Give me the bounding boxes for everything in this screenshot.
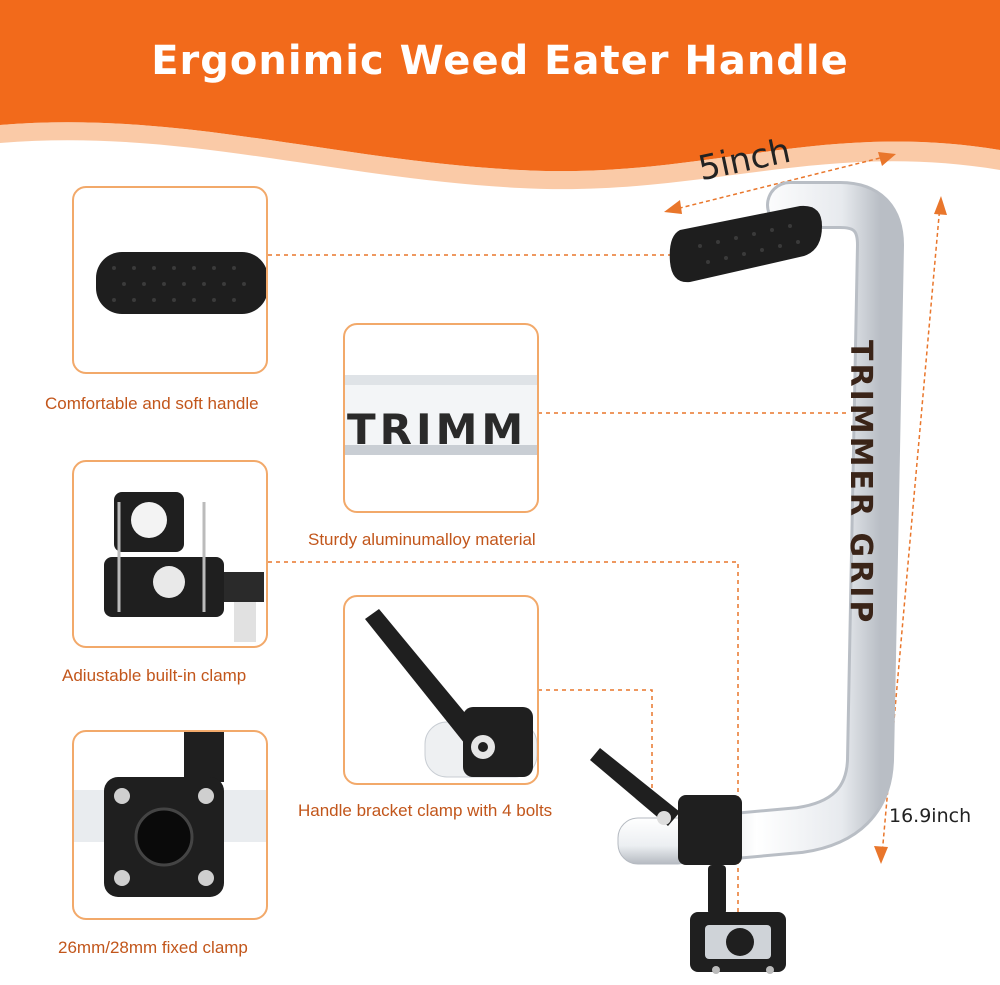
feature-caption-built-in-clamp: Adiustable built-in clamp	[62, 666, 247, 685]
feature-caption-material: Sturdy aluminumalloy material	[308, 530, 536, 549]
product-clamp	[590, 748, 786, 974]
feature-card-fixed-clamp	[72, 730, 268, 920]
fixed-clamp-image	[74, 732, 266, 897]
feature-caption-grip: Comfortable and soft handle	[45, 394, 259, 413]
feature-card-grip	[72, 186, 268, 374]
grip-label-text: TRIMMER GRIP	[843, 340, 878, 626]
feature-caption-bracket-clamp: Handle bracket clamp with 4 bolts	[298, 801, 553, 820]
product-grip	[669, 205, 822, 283]
built-in-clamp-image	[104, 492, 264, 642]
feature-card-built-in-clamp	[72, 460, 268, 648]
aluminum-tube-image	[345, 375, 537, 455]
page-title: Ergonimic Weed Eater Handle	[151, 38, 849, 84]
connector-bracket-clamp	[538, 689, 653, 800]
bracket-clamp-image	[365, 609, 537, 778]
feature-card-material: TRIMM	[343, 323, 539, 513]
tube-text: TRIMM	[347, 405, 528, 454]
feature-caption-fixed-clamp: 26mm/28mm fixed clamp	[58, 938, 248, 957]
header-banner	[0, 0, 1000, 190]
height-arrow	[881, 204, 941, 856]
height-dimension-label: 16.9inch	[889, 805, 972, 827]
width-arrow	[671, 155, 889, 211]
feature-card-bracket-clamp	[343, 595, 539, 785]
foam-grip-image	[96, 252, 266, 314]
